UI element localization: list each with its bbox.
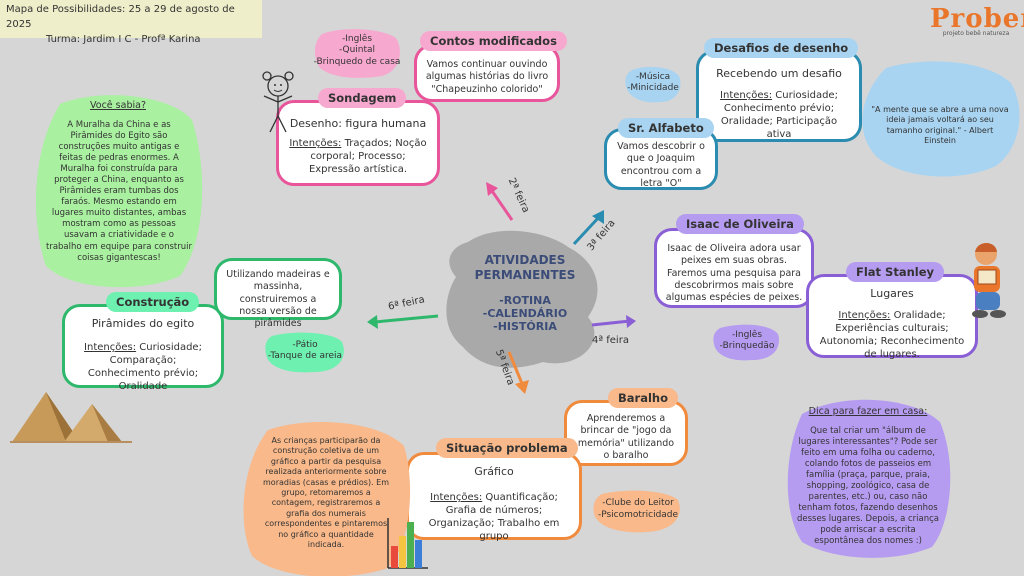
thursday-extras-blob [593,490,680,533]
desafios-title: Desafios de desenho [704,38,859,58]
friday-extras: -Pátio -Tanque de areia [264,340,346,363]
arrow-thursday [507,351,529,394]
thursday-description: As crianças participarão da construção c… [263,436,389,549]
voce-sabia-blob [35,95,203,288]
construcao-intent-text: Curiosidade; Comparação; Conhecimento pr… [87,342,202,393]
desafios-card: Recebendo um desafio Intenções: Curiosid… [696,50,862,142]
construcao-intent-label: Intenções: [84,342,137,354]
sondagem-intent-label: Intenções: [289,138,342,150]
center-title-line2: PERMANENTES [474,268,576,282]
center-blob [446,230,598,368]
logo-subtitle: projeto bebê natureza [942,30,1010,37]
friday-extra-tanque: -Tanque de areia [267,351,343,362]
monday-extra-ingles: -Inglês [341,34,373,44]
sondagem-intent-text: Traçados; Noção corporal; Processo; Expr… [308,138,427,176]
voce-sabia-title: Você sabia? [90,100,146,111]
flat-subtitle: Lugares [870,287,914,300]
sondagem-card: Desenho: figura humana Intenções: Traçad… [276,100,440,186]
monday-extra-brinquedo: -Brinquedo de casa [313,56,401,67]
situacao-intent-label: Intenções: [430,492,483,504]
situacao-title: Situação problema [436,438,578,458]
center-title: ATIVIDADES PERMANENTES [450,253,600,283]
pyramids-icon [10,392,132,443]
desafios-subtitle: Recebendo um desafio [716,67,842,80]
alfabeto-text: Vamos descobrir o que o Joaquim encontro… [617,141,705,190]
center-item-rotina: -ROTINA [499,294,551,307]
thursday-extra-psicomotricidade: -Psicomotricidade [597,509,679,520]
tuesday-extra-musica: -Música [635,72,671,82]
flat-intent-label: Intenções: [838,310,891,322]
isaac-text: Isaac de Oliveira adora usar peixes em s… [665,243,803,304]
center-item-calendario: -CALENDÁRIO [482,307,568,321]
center-title-line1: ATIVIDADES [484,253,566,267]
friday-extra-patio: -Pátio [292,340,318,350]
flat-intent-text: Oralidade; Experiências culturais; Auton… [819,310,965,361]
header-class: Turma: Jardim I C - Profª Karina [46,34,201,45]
construcao-title: Construção [106,292,200,312]
baralho-title: Baralho [608,388,678,408]
contos-card: Vamos continuar ouvindo algumas história… [414,44,560,102]
thursday-extras: -Clube do Leitor -Psicomotricidade [592,498,684,521]
situacao-intent-text: Quantificação; Grafia de números; Organi… [428,492,560,543]
wednesday-extra-ingles: -Inglês [731,330,763,340]
girl-drawing-icon [262,71,294,133]
flat-title: Flat Stanley [846,262,945,282]
tuesday-extra-minicidade: -Minicidade [627,83,679,94]
isaac-title: Isaac de Oliveira [676,214,804,234]
logo: Proben projeto bebê natureza [930,4,1024,44]
dica-blob [787,399,951,558]
quote-blob [862,61,1020,177]
monday-extras: -Inglês -Quintal -Brinquedo de casa [312,34,402,68]
center-items: -ROTINA -CALENDÁRIO -HISTÓRIA [450,294,600,334]
voce-sabia-text: A Muralha da China e as Pirâmides do Egi… [46,120,192,263]
desafios-intent-text: Curiosidade; Conhecimento prévio; Oralid… [720,90,838,141]
arrow-friday [367,314,439,329]
arrow-monday [486,182,514,221]
friday-note-card: Utilizando madeiras e massinha, construi… [214,258,342,329]
monday-extra-quintal: -Quintal [338,45,376,56]
logo-brand: Proben [930,4,1024,34]
tuesday-extras-blob [625,66,681,103]
dica-text: Que tal criar um "álbum de lugares inter… [796,426,940,547]
dica-title: Dica para fazer em casa: [808,406,928,417]
wednesday-extras-blob [713,324,779,361]
boy-reading-icon [972,243,1006,318]
contos-text: Vamos continuar ouvindo algumas história… [425,59,549,95]
situacao-subtitle: Gráfico [474,465,514,478]
contos-title: Contos modificados [420,31,567,51]
sondagem-subtitle: Desenho: figura humana [289,117,427,130]
arrow-wednesday [591,315,636,328]
center-item-historia: -HISTÓRIA [493,320,557,334]
tuesday-extras: -Música -Minicidade [624,72,682,95]
arrow-tuesday [572,210,604,246]
day-label-wednesday: 4ª feira [592,335,629,346]
header-box: Mapa de Possibilidades: 25 a 29 de agost… [0,0,262,45]
bar-chart-icon [387,518,428,569]
quote-text: "A mente que se abre a uma nova ideia ja… [871,105,1009,146]
friday-note-text: Utilizando madeiras e massinha, construi… [226,269,330,330]
alfabeto-title: Sr. Alfabeto [618,118,714,138]
baralho-text: Aprenderemos a brincar de "jogo da memór… [577,413,675,462]
isaac-card: Isaac de Oliveira adora usar peixes em s… [654,228,814,308]
sondagem-title: Sondagem [318,88,407,108]
alfabeto-card: Vamos descobrir o que o Joaquim encontro… [604,128,718,190]
construcao-card: Pirâmides do egito Intenções: Curiosidad… [62,304,224,392]
wednesday-extras: -Inglês -Brinquedão [712,330,782,353]
flat-card: Lugares Intenções: Oralidade; Experiênci… [806,274,978,361]
situacao-card: Gráfico Intenções: Quantificação; Grafia… [406,452,582,543]
monday-extras-blob [314,29,400,78]
baralho-card: Aprenderemos a brincar de "jogo da memór… [564,400,688,466]
thursday-extra-clube: -Clube do Leitor [602,498,674,508]
header-title: Mapa de Possibilidades: 25 a 29 de agost… [6,4,235,30]
construcao-subtitle: Pirâmides do egito [91,317,195,330]
wednesday-extra-brinquedao: -Brinquedão [719,341,775,352]
desafios-intent-label: Intenções: [720,90,773,102]
thursday-description-blob [243,422,411,576]
friday-extras-blob [265,332,344,373]
